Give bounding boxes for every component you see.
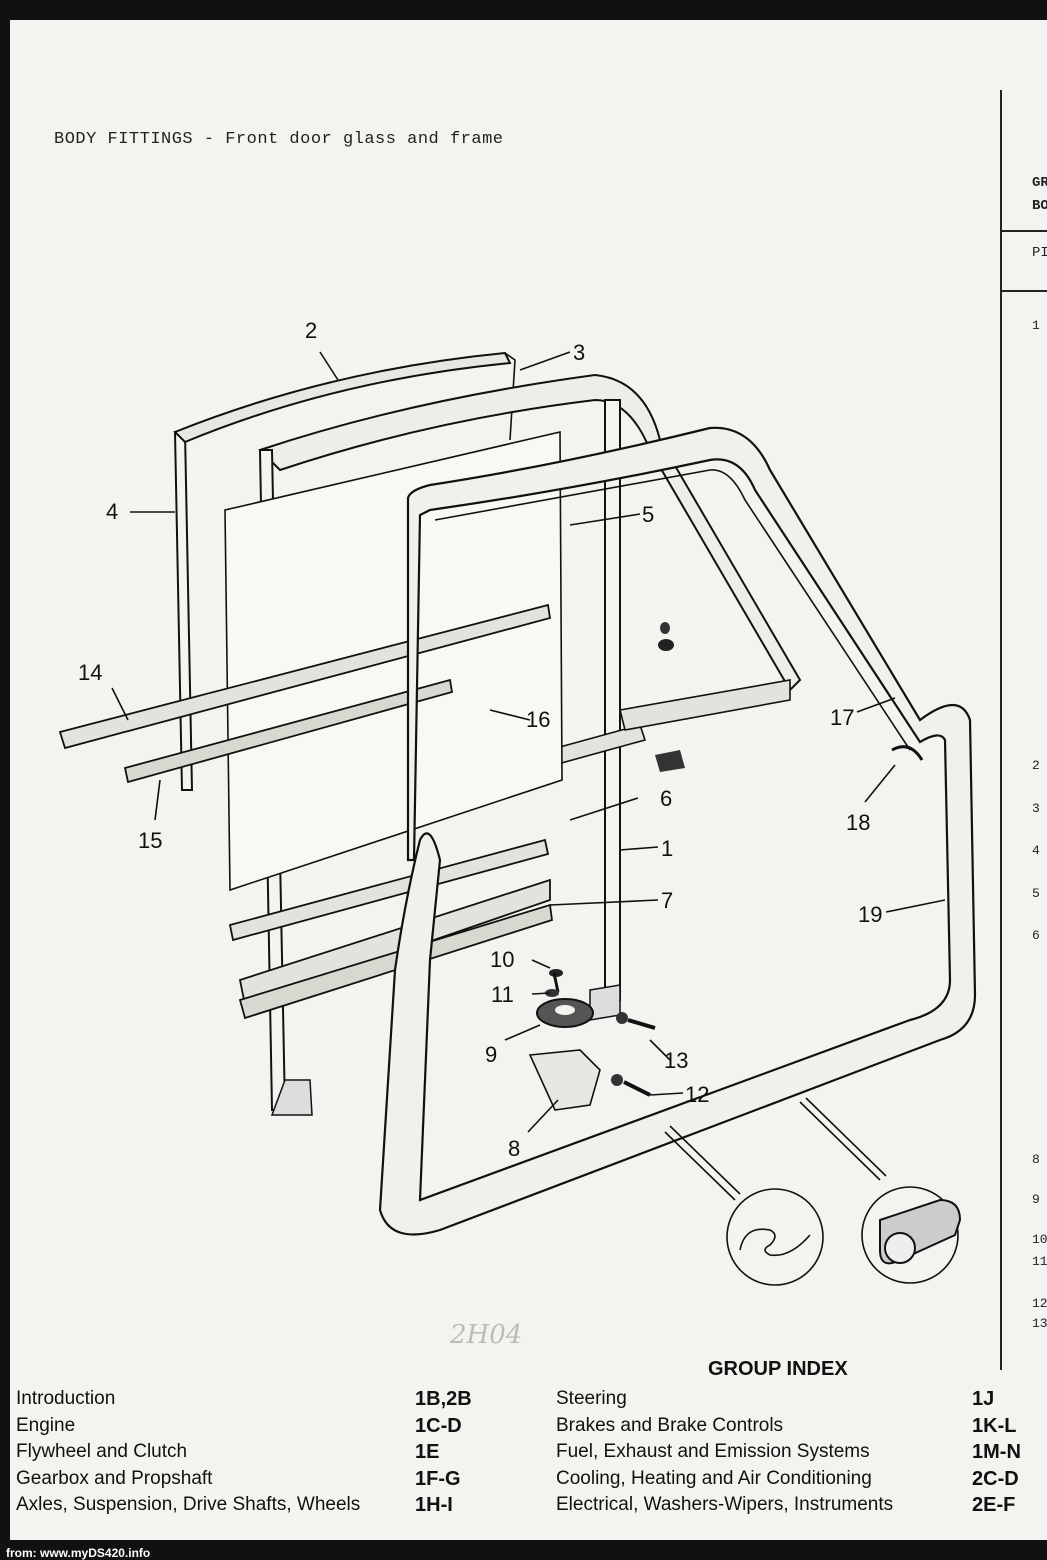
- group-index-entry-label: Introduction: [16, 1388, 116, 1409]
- parts-list-row-number: 1: [1032, 318, 1040, 333]
- parts-list-row-number: 2: [1032, 758, 1040, 773]
- part-hardware: [528, 622, 924, 1111]
- callout-11: 11: [491, 982, 514, 1007]
- group-index-entry-label: Cooling, Heating and Air Conditioning: [556, 1467, 872, 1489]
- parts-list-row-number: 3: [1032, 801, 1040, 816]
- callout-5: 5: [642, 502, 654, 527]
- group-index: GROUP INDEX Introduction Engine Flywheel…: [10, 1350, 1047, 1540]
- callout-leaders: [111, 351, 946, 1133]
- parts-list-column: GR BO PI 1 2 3 4 5 6 8 9 10 11 12 13: [1000, 90, 1047, 1370]
- parts-list-row-number: 11: [1032, 1254, 1047, 1269]
- callout-1: 1: [661, 836, 673, 861]
- callout-18: 18: [846, 810, 870, 835]
- section-detail-seal-bulb: [799, 1097, 962, 1284]
- group-index-left-labels: Introduction Engine Flywheel and Clutch …: [16, 1388, 360, 1521]
- group-index-entry-label: Brakes and Brake Controls: [556, 1414, 784, 1436]
- parts-list-row-number: 6: [1032, 928, 1040, 943]
- parts-list-row-number: 12: [1032, 1296, 1047, 1311]
- group-index-entry-code: 1F-G: [415, 1467, 461, 1490]
- callout-9: 9: [485, 1042, 497, 1067]
- callout-19: 19: [858, 902, 882, 927]
- group-index-entry-code: 1E: [415, 1441, 440, 1463]
- divider: [1002, 290, 1047, 292]
- part-door-glass: [224, 430, 563, 892]
- group-index-entry-label: Gearbox and Propshaft: [16, 1467, 213, 1489]
- group-index-title: GROUP INDEX: [708, 1358, 848, 1380]
- group-index-entry-label: Engine: [16, 1414, 76, 1436]
- group-index-entry-label: Flywheel and Clutch: [16, 1441, 188, 1462]
- group-index-entry-code: 1C-D: [415, 1414, 462, 1437]
- exploded-door-diagram: 2 3 4 5 6 1 7 8 9 10 11 12 13 14 15 16 1…: [58, 318, 977, 1286]
- callout-13: 13: [664, 1048, 688, 1073]
- parts-list-row-number: 9: [1032, 1192, 1040, 1207]
- callout-2: 2: [305, 318, 317, 343]
- callout-14: 14: [78, 660, 102, 685]
- group-index-entry-code: 1M-N: [972, 1441, 1021, 1463]
- group-index-right-codes: 1J 1K-L 1M-N 2C-D 2E-F: [972, 1388, 1021, 1521]
- callout-6: 6: [660, 786, 672, 811]
- group-index-entry-label: Fuel, Exhaust and Emission Systems: [556, 1441, 870, 1462]
- callout-10: 10: [490, 947, 514, 972]
- callout-7: 7: [661, 888, 673, 913]
- parts-list-row-number: 8: [1032, 1152, 1040, 1167]
- source-credit: from: www.myDS420.info: [6, 1546, 151, 1560]
- parts-list-row-number: 13: [1032, 1316, 1047, 1331]
- group-index-entry-code: 2E-F: [972, 1494, 1016, 1516]
- divider: [1002, 230, 1047, 232]
- group-index-entry-code: 1H-I: [415, 1494, 453, 1516]
- parts-list-subheading-fragment: PI: [1032, 245, 1047, 261]
- group-index-entry-label: Steering: [556, 1388, 627, 1409]
- handwritten-scrawl: 2H04: [450, 1320, 523, 1350]
- parts-list-heading-fragment: GR: [1032, 175, 1047, 191]
- part-door-seal: [378, 426, 977, 1236]
- catalogue-page: BODY FITTINGS - Front door glass and fra…: [10, 20, 1047, 1540]
- group-index-entry-code: 1J: [972, 1388, 995, 1410]
- group-index-entry-label: Axles, Suspension, Drive Shafts, Wheels: [16, 1494, 361, 1515]
- callout-3: 3: [573, 340, 585, 365]
- callout-15: 15: [138, 828, 162, 853]
- group-index-right-labels: Steering Brakes and Brake Controls Fuel,…: [556, 1388, 893, 1521]
- group-index-entry-code: 1B,2B: [415, 1388, 472, 1410]
- parts-list-row-number: 10: [1032, 1232, 1047, 1247]
- callout-12: 12: [685, 1082, 709, 1107]
- group-index-entry-code: 1K-L: [972, 1414, 1017, 1437]
- callout-labels: 2 3 4 5 6 1 7 8 9 10 11 12 13 14 15 16 1…: [78, 318, 882, 1161]
- group-index-entry-code: 2C-D: [972, 1467, 1019, 1490]
- callout-8: 8: [508, 1136, 520, 1161]
- group-index-left-codes: 1B,2B 1C-D 1E 1F-G 1H-I: [415, 1388, 472, 1521]
- callout-16: 16: [526, 707, 550, 732]
- callout-17: 17: [830, 705, 854, 730]
- page-header: BODY FITTINGS - Front door glass and fra…: [54, 130, 504, 149]
- callout-4: 4: [106, 499, 118, 524]
- parts-list-heading-fragment: BO: [1032, 198, 1047, 214]
- parts-list-row-number: 4: [1032, 843, 1040, 858]
- group-index-entry-label: Electrical, Washers-Wipers, Instruments: [556, 1494, 894, 1515]
- parts-list-row-number: 5: [1032, 886, 1040, 901]
- section-detail-seal-clip: [664, 1125, 824, 1286]
